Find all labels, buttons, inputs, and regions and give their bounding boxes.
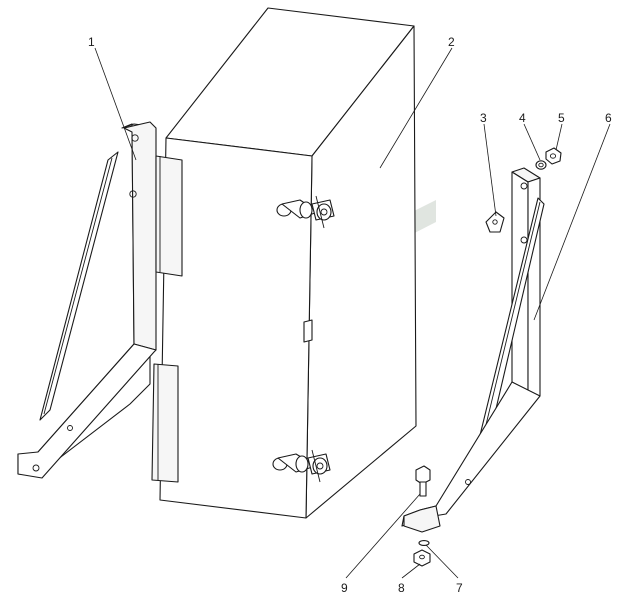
nut-part-5 bbox=[545, 147, 562, 165]
callout-1: 1 bbox=[88, 35, 95, 49]
nut-part-8 bbox=[413, 549, 431, 567]
callout-4: 4 bbox=[519, 111, 526, 125]
leader-lines bbox=[94, 47, 611, 579]
leader-8 bbox=[401, 563, 421, 579]
upper-lock bbox=[276, 195, 335, 229]
leader-5 bbox=[555, 123, 563, 151]
leader-9 bbox=[345, 493, 421, 579]
left-bracket bbox=[17, 121, 157, 479]
right-bracket bbox=[401, 167, 545, 533]
leader-1 bbox=[94, 47, 137, 161]
leader-7 bbox=[425, 544, 459, 579]
clip-part-3 bbox=[485, 211, 505, 233]
leader-4 bbox=[523, 123, 541, 161]
lower-lock bbox=[272, 449, 331, 483]
callout-6: 6 bbox=[605, 111, 612, 125]
callout-3: 3 bbox=[480, 111, 487, 125]
callout-9: 9 bbox=[341, 581, 348, 595]
washer-part-4 bbox=[535, 160, 547, 170]
callout-5: 5 bbox=[558, 111, 565, 125]
leader-2 bbox=[379, 47, 453, 169]
leader-3 bbox=[483, 123, 497, 217]
bolt-part-9 bbox=[415, 465, 431, 497]
washer-part-7 bbox=[418, 540, 430, 546]
callout-7: 7 bbox=[456, 581, 463, 595]
callout-2: 2 bbox=[448, 35, 455, 49]
leader-6 bbox=[533, 123, 611, 321]
callout-labels: 1 2 3 4 5 6 7 8 9 bbox=[88, 35, 612, 595]
cabinet-box bbox=[151, 7, 417, 519]
callout-8: 8 bbox=[398, 581, 405, 595]
